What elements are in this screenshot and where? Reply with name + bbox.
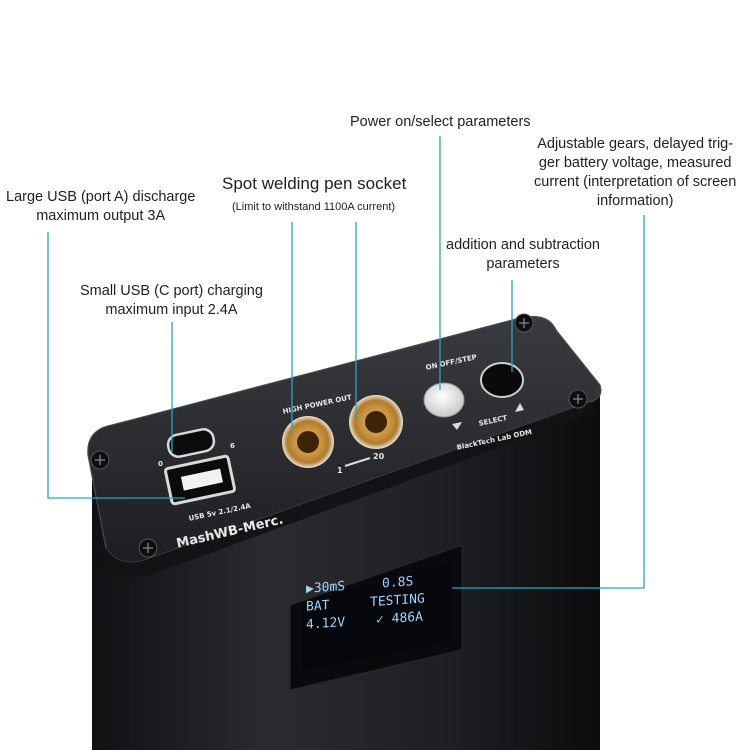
callout-usb-c: Small USB (C port) charging maximum inpu… [80,282,263,320]
screen-row1-right: 0.8S [382,574,414,592]
screen-row3-right: ✓ 486A [376,609,423,628]
screen-row2-left: BAT [306,598,330,615]
screen-row3-left: 4.12V [306,615,346,633]
callout-add-sub: addition and subtraction parameters [446,236,600,274]
callout-pen-socket-title: Spot welding pen socket [222,174,407,193]
callout-add-sub-line1: addition and subtraction [446,237,600,253]
step-button[interactable] [480,362,524,398]
callout-add-sub-line2: parameters [486,256,560,272]
callout-usb-c-line2: maximum input 2.4A [105,302,238,318]
callout-pen-socket-note: (Limit to withstand 1100A current) [232,201,396,213]
callout-power-on: Power on/select parameters [350,114,531,130]
callout-gears-line1: Adjustable gears, delayed trig- [537,136,734,152]
callout-gears-line4: information) [596,193,674,209]
callout-gears: Adjustable gears, delayed trig- ger batt… [534,135,736,211]
callout-gears-line2: ger battery voltage, measured [538,155,732,171]
gear-range-low: 1 [337,466,343,475]
gear-range-high: 20 [373,452,385,461]
callout-usb-a-line2: maximum output 3A [36,208,166,224]
callout-usb-a: Large USB (port A) discharge maximum out… [6,188,195,226]
callout-gears-line3: current (interpretation of screen [534,174,737,190]
screen-row1-left: ▶30mS [306,579,346,597]
callout-usb-c-line1: Small USB (C port) charging [80,283,263,299]
oled-screen [302,562,452,670]
screen-row2-right: TESTING [370,591,425,611]
usb-c-left-mark: 0 [158,460,163,468]
power-button[interactable] [423,382,465,418]
oled-display: ▶30mS 0.8S BAT TESTING 4.12V ✓ 486A [300,561,448,661]
callout-usb-a-line1: Large USB (port A) discharge [6,189,196,205]
usb-c-right-mark: 6 [230,442,235,450]
